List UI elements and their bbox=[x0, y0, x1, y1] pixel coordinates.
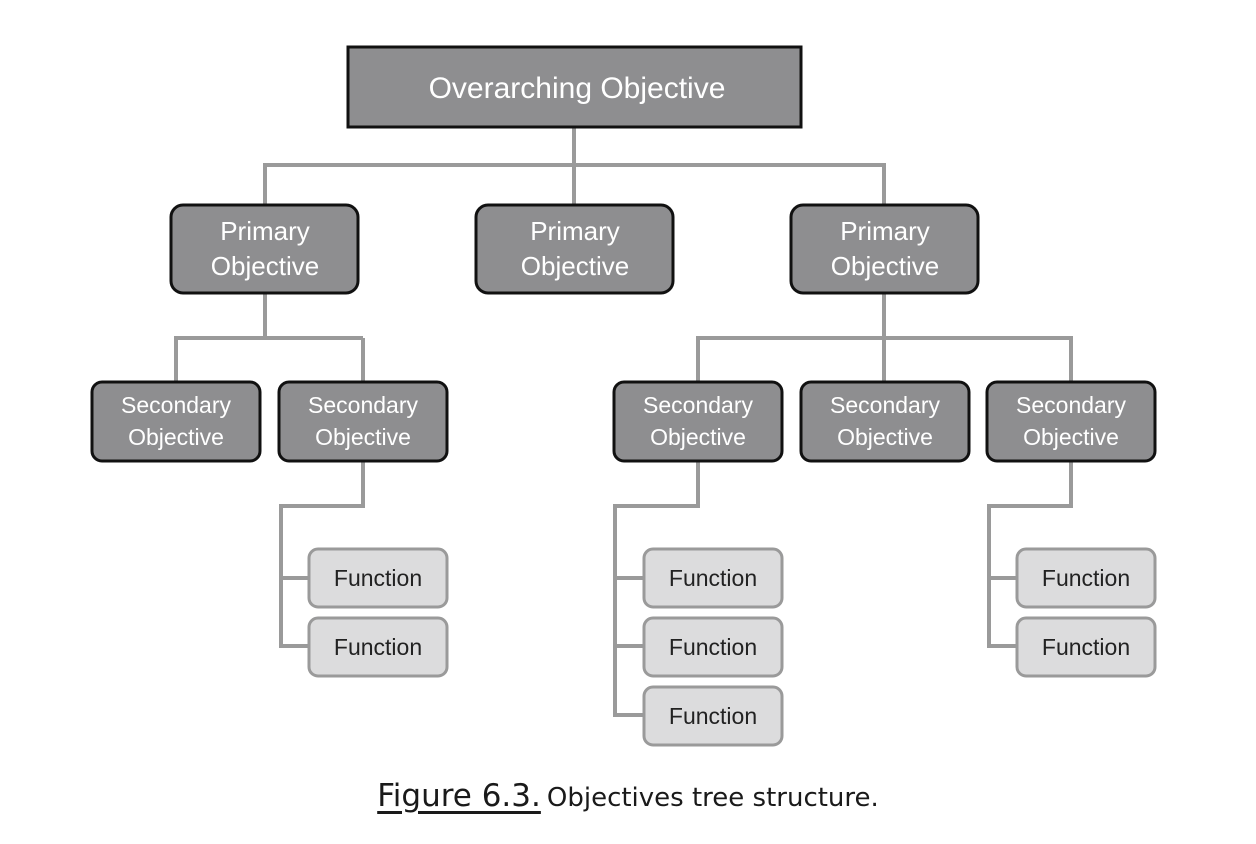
primary-objective-label: Objective bbox=[521, 251, 629, 281]
function-node: Function bbox=[642, 616, 784, 678]
secondary-objective-label: Secondary bbox=[121, 392, 231, 418]
primary-objective-label: Objective bbox=[211, 251, 319, 281]
caption-text: Objectives tree structure. bbox=[546, 783, 879, 813]
function-label: Function bbox=[669, 703, 757, 729]
secondary-objective-label: Secondary bbox=[830, 392, 940, 418]
primary-objective-node: Primary Objective bbox=[474, 203, 675, 295]
overarching-objective-label: Overarching Objective bbox=[429, 72, 726, 105]
function-label: Function bbox=[334, 634, 422, 660]
secondary-objective-label: Secondary bbox=[1016, 392, 1126, 418]
function-node: Function bbox=[307, 547, 449, 609]
function-label: Function bbox=[669, 634, 757, 660]
figure-label: Figure 6.3. bbox=[377, 778, 541, 814]
secondary-objective-node: Secondary Objective bbox=[277, 380, 449, 463]
function-label: Function bbox=[1042, 565, 1130, 591]
function-label: Function bbox=[1042, 634, 1130, 660]
connectors bbox=[174, 127, 1073, 717]
secondary-objective-label: Objective bbox=[650, 424, 746, 450]
connector-primary1-secondaries bbox=[174, 293, 267, 382]
secondary-objective-label: Objective bbox=[128, 424, 224, 450]
primary-objective-node: Primary Objective bbox=[789, 203, 980, 295]
secondary-objective-node: Secondary Objective bbox=[90, 380, 262, 463]
primary-objective-label: Primary bbox=[220, 216, 310, 246]
overarching-objective-node: Overarching Objective bbox=[346, 45, 803, 129]
primary-objective-label: Primary bbox=[840, 216, 930, 246]
figure-caption: Figure 6.3.Objectives tree structure. bbox=[0, 778, 1256, 814]
function-node: Function bbox=[642, 685, 784, 747]
primary-objective-label: Primary bbox=[530, 216, 620, 246]
connector-secondary2-functions bbox=[279, 461, 365, 648]
function-label: Function bbox=[669, 565, 757, 591]
secondary-objective-label: Objective bbox=[1023, 424, 1119, 450]
connector-secondary3-functions bbox=[613, 461, 700, 717]
secondary-objective-node: Secondary Objective bbox=[799, 380, 971, 463]
function-node: Function bbox=[642, 547, 784, 609]
secondary-objective-label: Objective bbox=[315, 424, 411, 450]
function-node: Function bbox=[307, 616, 449, 678]
secondary-objective-node: Secondary Objective bbox=[612, 380, 784, 463]
primary-objective-node: Primary Objective bbox=[169, 203, 360, 295]
secondary-objective-label: Objective bbox=[837, 424, 933, 450]
secondary-objective-label: Secondary bbox=[308, 392, 418, 418]
connector-secondary5-functions bbox=[987, 461, 1073, 648]
primary-objective-label: Objective bbox=[831, 251, 939, 281]
function-node: Function bbox=[1015, 616, 1157, 678]
function-node: Function bbox=[1015, 547, 1157, 609]
function-label: Function bbox=[334, 565, 422, 591]
secondary-objective-label: Secondary bbox=[643, 392, 753, 418]
secondary-objective-node: Secondary Objective bbox=[985, 380, 1157, 463]
